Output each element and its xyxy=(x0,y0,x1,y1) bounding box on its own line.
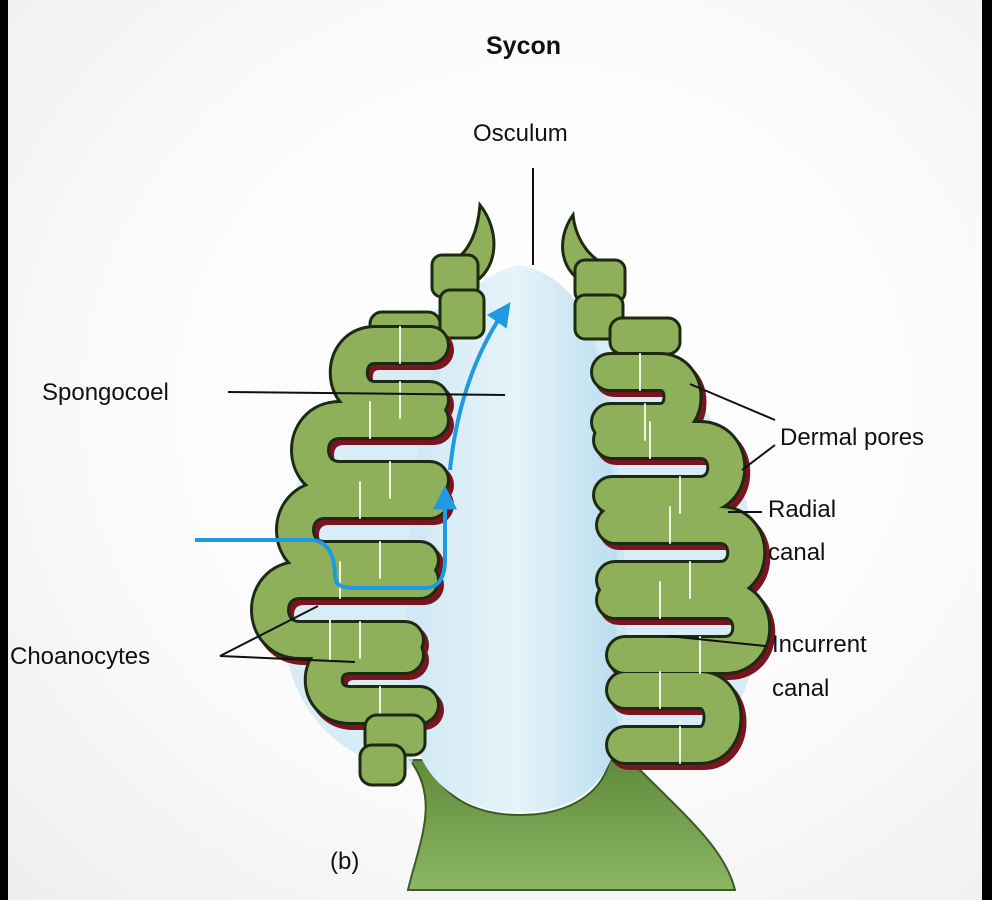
label-radial-canal-line1: Radial xyxy=(768,496,836,524)
left-lower-cells xyxy=(360,715,425,785)
label-radial-canal-line2: canal xyxy=(768,539,825,567)
label-dermal-pores: Dermal pores xyxy=(780,424,924,452)
label-spongocoel: Spongocoel xyxy=(42,379,169,407)
label-osculum: Osculum xyxy=(473,120,568,148)
left-folds xyxy=(270,327,434,723)
diagram-title: Sycon xyxy=(486,32,561,60)
label-incurrent-canal-line1: Incurrent xyxy=(772,631,867,659)
label-incurrent-canal-line2: canal xyxy=(772,675,829,703)
right-upper-cells xyxy=(575,260,680,354)
label-choanocytes: Choanocytes xyxy=(10,643,150,671)
panel-label: (b) xyxy=(330,848,359,876)
